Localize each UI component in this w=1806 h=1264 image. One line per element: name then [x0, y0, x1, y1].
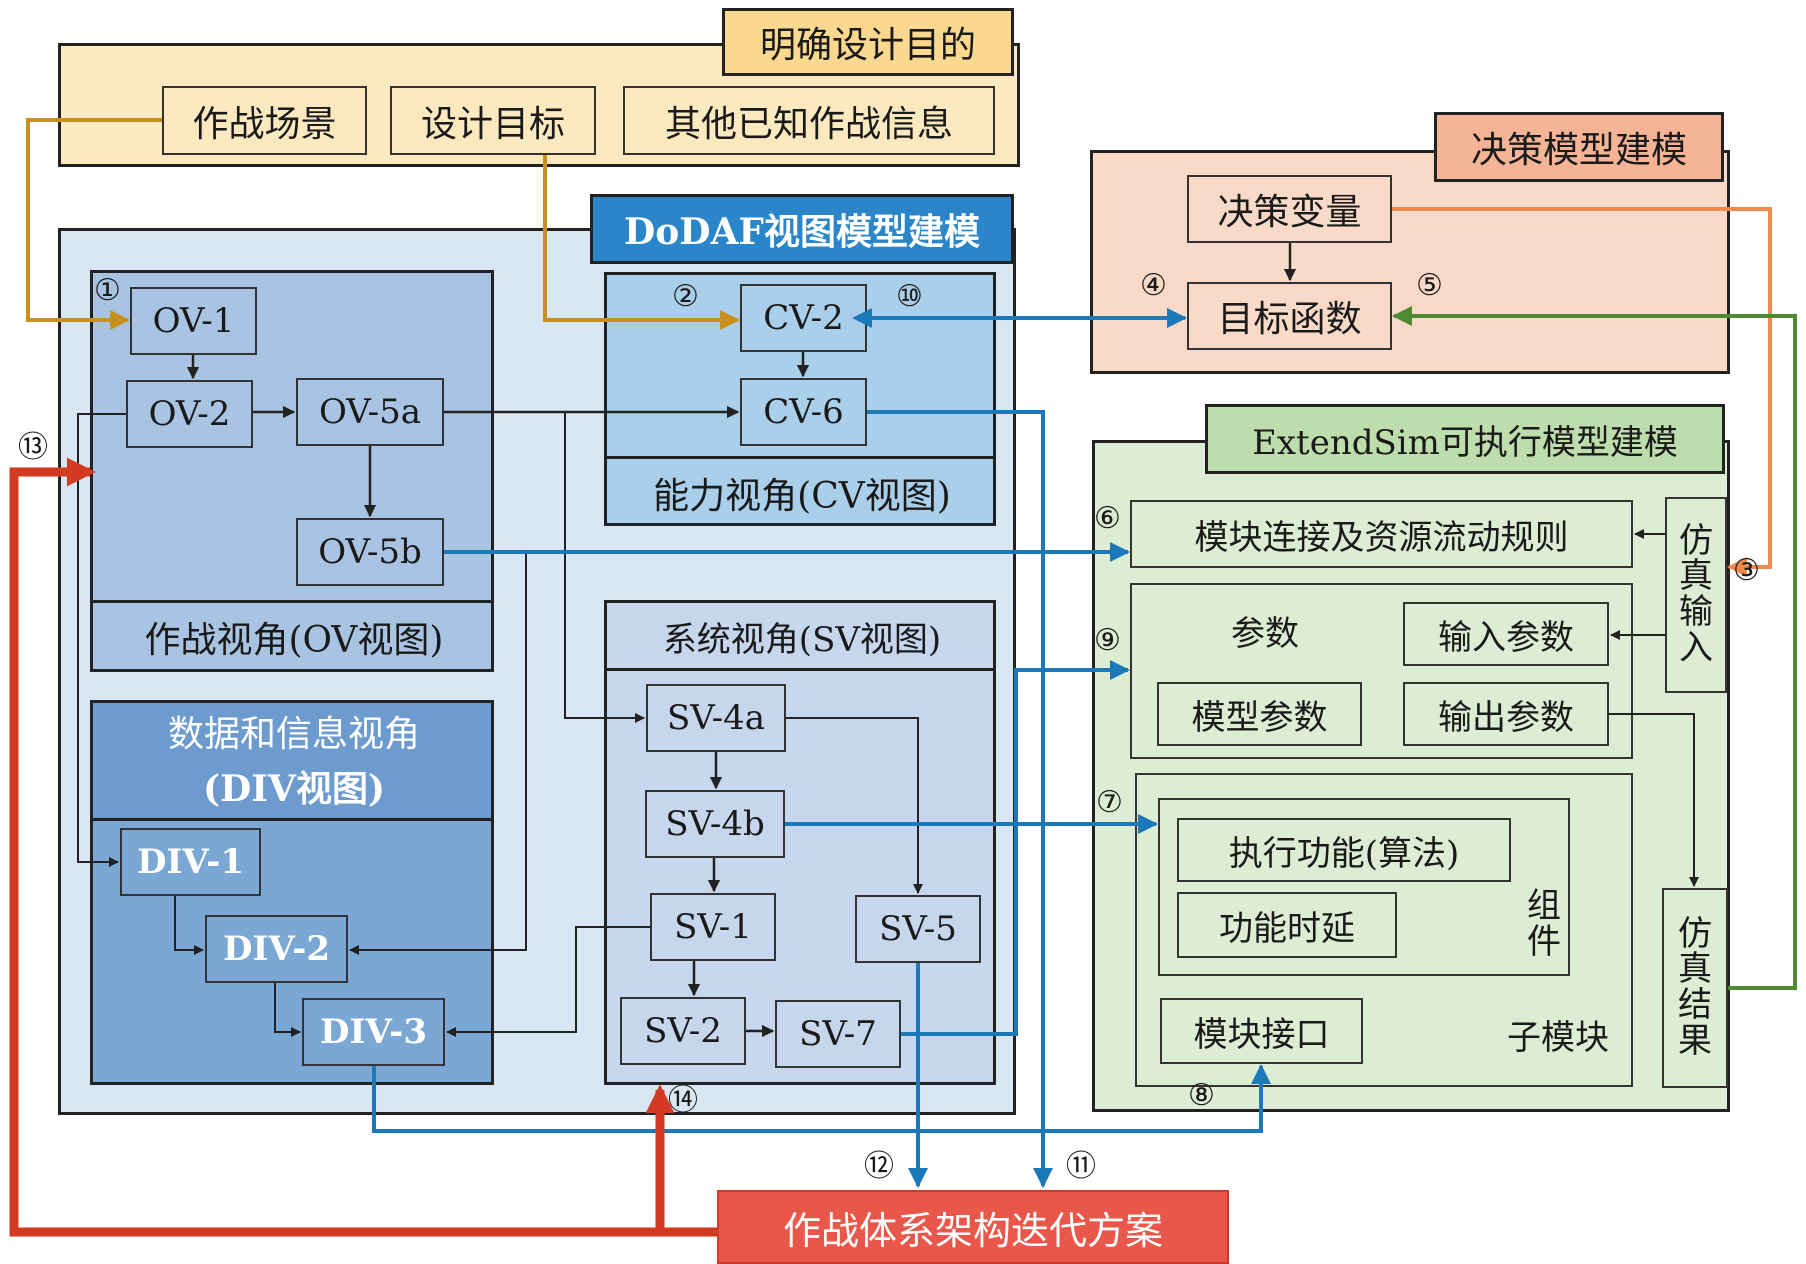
sv2-box: SV-2 — [620, 997, 746, 1065]
exec-function-box: 执行功能(算法) — [1177, 818, 1511, 882]
iteration-to-ov-arrow — [9, 457, 717, 1237]
marker-3: ③ — [1733, 553, 1760, 588]
marker-14: ⑭ — [668, 1083, 698, 1118]
function-delay-box: 功能时延 — [1177, 892, 1397, 958]
output-params-box: 输出参数 — [1403, 682, 1609, 746]
div1-box: DIV-1 — [120, 828, 261, 896]
sv7-to-params-arrow — [901, 660, 1130, 1036]
params-label: 参数 — [1231, 613, 1299, 654]
submodule-label: 子模块 — [1507, 1017, 1609, 1058]
design-goal-box: 设计目标 — [390, 86, 596, 155]
div2-to-div3-arrow — [274, 983, 301, 1037]
rules-box: 模块连接及资源流动规则 — [1130, 500, 1633, 568]
marker-7: ⑦ — [1096, 785, 1123, 820]
sv4a-box: SV-4a — [646, 684, 786, 752]
model-params-box: 模型参数 — [1157, 682, 1362, 746]
marker-10: ⑩ — [896, 279, 923, 314]
ov1-box: OV-1 — [130, 287, 257, 355]
goal-to-cv2-arrow — [543, 155, 740, 330]
ov-caption: 作战视角(OV视图) — [144, 620, 444, 661]
sv7-box: SV-7 — [775, 1000, 901, 1068]
div3-box: DIV-3 — [302, 998, 445, 1066]
decision-title: 决策模型建模 — [1434, 112, 1724, 182]
marker-8: ⑧ — [1188, 1078, 1215, 1113]
ov2-box: OV-2 — [126, 380, 253, 448]
module-interface-box: 模块接口 — [1160, 998, 1363, 1064]
iteration-to-sv-arrow — [645, 1084, 717, 1237]
cv6-to-iteration-arrow — [867, 410, 1053, 1188]
sv-title: 系统视角(SV视图) — [662, 619, 942, 660]
sv4a-to-sv5-arrow — [786, 717, 923, 894]
objective-function-box: 目标函数 — [1187, 282, 1392, 350]
div-title-band — [93, 703, 491, 819]
cv-divider — [604, 456, 996, 459]
scenario-to-ov1-arrow — [26, 118, 162, 330]
sim-result-box: 仿真结果 — [1662, 888, 1728, 1088]
input-params-box: 输入参数 — [1403, 602, 1609, 666]
marker-11: ⑪ — [1066, 1149, 1096, 1184]
marker-6: ⑥ — [1094, 501, 1121, 536]
scenario-box: 作战场景 — [162, 86, 367, 155]
marker-4: ④ — [1140, 268, 1167, 303]
ov5b-box: OV-5b — [296, 518, 444, 586]
sv1-to-div3-arrow — [446, 926, 650, 1037]
div-divider — [90, 818, 494, 821]
ov5a-to-sv4a-arrow — [564, 412, 645, 723]
other-info-box: 其他已知作战信息 — [623, 86, 995, 155]
marker-9: ⑨ — [1094, 623, 1121, 658]
sv5-box: SV-5 — [855, 895, 981, 963]
div3-to-interface-arrow — [372, 1064, 1271, 1133]
ov-divider — [90, 600, 494, 603]
div-title-line2: (DIV视图) — [202, 768, 386, 810]
sim-result-to-objective-arrow — [1392, 306, 1797, 990]
component-label: 组件 — [1527, 886, 1561, 962]
marker-12: ⑫ — [864, 1149, 894, 1184]
cv6-box: CV-6 — [740, 378, 867, 446]
ov5b-to-div2-arrow — [349, 551, 527, 955]
iteration-plan-box: 作战体系架构迭代方案 — [717, 1190, 1229, 1264]
marker-13: ⑬ — [18, 430, 48, 465]
ov2-to-div1-arrow — [77, 413, 126, 867]
output-params-to-sim-result-arrow — [1609, 713, 1699, 887]
dodaf-title: DoDAF视图模型建模 — [590, 194, 1014, 264]
extendsim-title: ExtendSim可执行模型建模 — [1205, 404, 1725, 474]
decision-to-sim-input-arrow — [1392, 207, 1772, 577]
sv-divider — [604, 668, 996, 671]
sv4b-box: SV-4b — [645, 790, 785, 858]
sv1-box: SV-1 — [650, 893, 776, 961]
div-title-line1: 数据和信息视角 — [167, 714, 420, 755]
ov5a-box: OV-5a — [296, 378, 444, 446]
purpose-title: 明确设计目的 — [722, 8, 1014, 76]
marker-1: ① — [94, 273, 121, 308]
cv-caption: 能力视角(CV视图) — [653, 476, 951, 517]
marker-5: ⑤ — [1416, 268, 1443, 303]
div1-to-div2-arrow — [174, 896, 204, 955]
cv2-box: CV-2 — [740, 284, 867, 352]
decision-variable-box: 决策变量 — [1187, 175, 1392, 243]
marker-2: ② — [672, 279, 699, 314]
sim-input-box: 仿真输入 — [1665, 497, 1727, 693]
div2-box: DIV-2 — [205, 915, 348, 983]
